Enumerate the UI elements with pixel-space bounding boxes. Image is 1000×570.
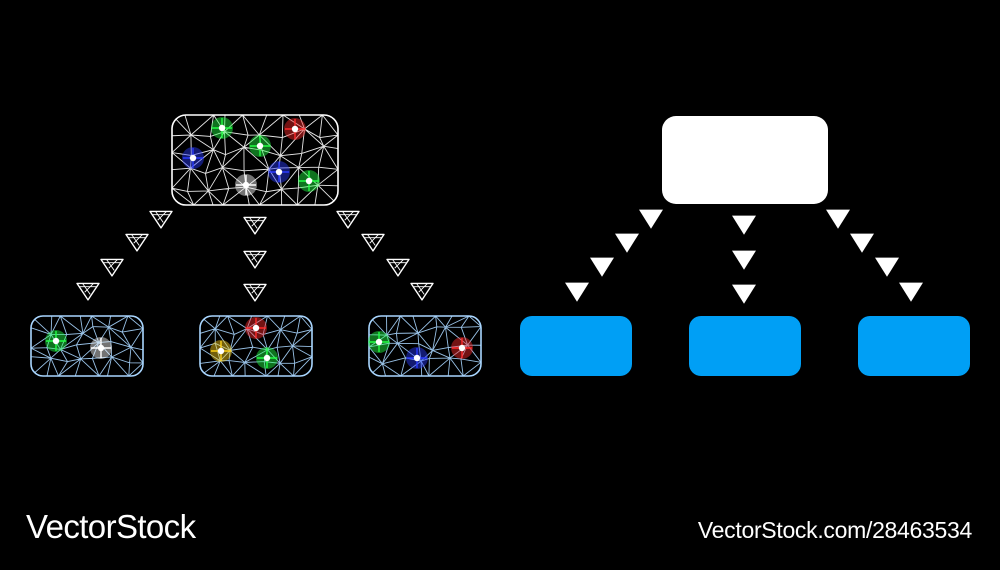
mesh-arrow-center [243, 283, 267, 302]
mesh-arrow-left [100, 258, 124, 277]
mesh-spark [245, 317, 267, 339]
mesh-arrow-left [125, 233, 149, 252]
mesh-spark [406, 347, 428, 369]
flat-hierarchy-icon [520, 116, 970, 376]
mesh-arrow-right [386, 258, 410, 277]
mesh-spark [211, 117, 233, 139]
mesh-spark [298, 170, 320, 192]
mesh-spark [268, 161, 290, 183]
mesh-spark [182, 147, 204, 169]
mesh-arrow-right [361, 233, 385, 252]
mesh-spark [368, 331, 390, 353]
mesh-spark [210, 340, 232, 362]
mesh-arrow-left [149, 210, 173, 229]
flat-arrow-right [850, 233, 874, 253]
flat-arrow-right [875, 257, 899, 277]
flat-arrow-right [826, 209, 850, 229]
mesh-parent-block [171, 114, 339, 206]
mesh-spark [249, 135, 271, 157]
mesh-spark [256, 347, 278, 369]
mesh-child-block-right [368, 315, 482, 377]
mesh-spark [90, 337, 112, 359]
flat-arrow-center [732, 250, 756, 270]
flat-arrow-left [590, 257, 614, 277]
flat-arrow-right [899, 282, 923, 302]
mesh-spark [45, 330, 67, 352]
flat-child-block-center [689, 316, 801, 376]
mesh-hierarchy-icon [30, 114, 482, 377]
mesh-arrow-left [76, 282, 100, 301]
mesh-spark [235, 174, 257, 196]
flat-parent-block [662, 116, 828, 204]
flat-arrow-left [639, 209, 663, 229]
mesh-spark [451, 337, 473, 359]
mesh-arrow-center [243, 216, 267, 235]
mesh-arrow-center [243, 250, 267, 269]
mesh-spark [284, 118, 306, 140]
flat-arrow-center [732, 215, 756, 235]
vectorstock-logo-text: VectorStock [26, 508, 196, 545]
mesh-child-block-left [30, 315, 144, 377]
mesh-arrow-right [410, 282, 434, 301]
flat-child-block-left [520, 316, 632, 376]
flat-arrow-center [732, 284, 756, 304]
mesh-arrow-right [336, 210, 360, 229]
vectorstock-image-id: VectorStock.com/28463534 [697, 517, 972, 543]
flat-child-block-right [858, 316, 970, 376]
flat-arrow-left [615, 233, 639, 253]
mesh-child-block-center [199, 315, 313, 377]
flat-arrow-left [565, 282, 589, 302]
